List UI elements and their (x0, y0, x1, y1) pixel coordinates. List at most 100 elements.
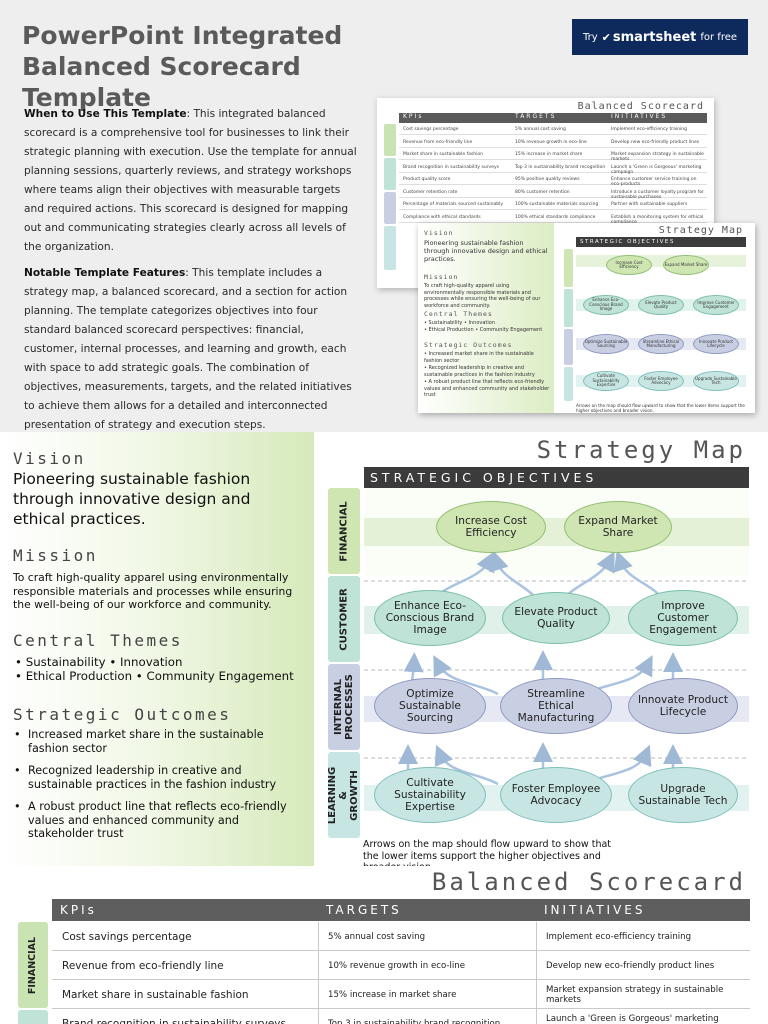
outcome-item: Recognized leadership in creative and su… (13, 764, 303, 791)
outcomes-heading: Strategic Outcomes (13, 705, 232, 724)
thumb-scorecard-row: Percentage of materials sourced sustaina… (399, 199, 707, 210)
thumb-outcome: • Recognized leadership in creative and … (424, 365, 535, 378)
perspective-learning: LEARNING & GROWTH (328, 752, 361, 838)
objective-sustainability-expertise: Cultivate Sustainability Expertise (374, 767, 486, 823)
thumb-scorecard-cell: Implement eco-efficiency training (611, 127, 687, 132)
thumb-scorecard-cell: Customer retention rate (403, 189, 458, 195)
thumb-node: Optimize Sustainable Sourcing (583, 334, 629, 354)
thumb-persp-financial (564, 249, 573, 287)
thumb-node: Foster Employee Advocacy (638, 371, 684, 391)
perspective-customer: CUSTOMER (328, 576, 360, 662)
thumb-scorecard-cell: Market share in sustainable fashion (403, 152, 483, 157)
thumb-node: Enhance Eco-Conscious Brand Image (583, 295, 629, 315)
thumb-mission-head: Mission (424, 273, 459, 281)
thumb-map-note: Arrows on the map should flow upward to … (576, 403, 745, 413)
scorecard-row: Cost savings percentage 5% annual cost sa… (52, 922, 750, 951)
thumb-scorecard-cell: Revenue from eco-friendly line (403, 139, 473, 145)
initiative-cell: Launch a 'Green is Gorgeous' marketing c… (546, 1013, 719, 1024)
objective-product-lifecycle: Innovate Product Lifecycle (628, 678, 738, 734)
objective-sustainable-sourcing: Optimize Sustainable Sourcing (374, 678, 486, 734)
thumb-scorecard-title: Balanced Scorecard (577, 101, 704, 112)
central-themes: • Sustainability • Innovation • Ethical … (15, 655, 307, 683)
target-cell: Top 3 in sustainability brand recognitio… (328, 1018, 501, 1024)
thumb-scorecard-cell: 100% sustainable materials sourcing (515, 202, 599, 207)
vision-text: Pioneering sustainable fashion through i… (13, 470, 251, 528)
thumb-themes-head: Central Themes (424, 310, 493, 318)
perspective-financial: FINANCIAL (328, 488, 360, 574)
when-to-use-text: : This integrated balanced scorecard is … (24, 108, 357, 253)
kpi-cell: Revenue from eco-friendly line (62, 959, 224, 972)
scorecard-perspective-financial: FINANCIAL (18, 922, 48, 1008)
thumb-scorecard-cell: Introduce a customer loyalty program for… (611, 189, 704, 200)
thumb-scorecard-cell: Partner with sustainable suppliers (611, 202, 688, 207)
thumb-mission-text: To craft high-quality apparel using envi… (424, 283, 541, 309)
perspective-internal: INTERNAL PROCESSES (328, 664, 360, 750)
scorecard-row: Brand recognition in sustainability surv… (52, 1009, 750, 1024)
target-cell: 15% increase in market share (328, 989, 457, 1000)
objective-product-quality: Elevate Product Quality (502, 592, 610, 644)
thumb-node: Improve Customer Engagement (693, 295, 739, 315)
strategy-map-section: Vision Pioneering sustainable fashion th… (0, 432, 768, 866)
thumb-node: Innovate Product Lifecycle (693, 334, 739, 354)
thumb-scorecard-cell: Cost savings percentage (403, 127, 459, 132)
balanced-scorecard-section: Balanced Scorecard KPIs TARGETS INITIATI… (0, 866, 768, 1024)
thumb-node: Cultivate Sustainability Expertise (583, 371, 629, 391)
objective-eco-brand-image: Enhance Eco-Conscious Brand Image (374, 590, 486, 646)
cta-try-label: Try (582, 31, 598, 43)
thumb-side-financial (384, 124, 396, 156)
themes-line-2: • Ethical Production • Community Engagem… (15, 669, 294, 683)
features-paragraph: Notable Template Features: This template… (24, 264, 360, 435)
mission-text: To craft high-quality apparel using envi… (13, 571, 293, 611)
thumb-node: Upgrade Sustainable Tech (693, 371, 739, 391)
thumb-scorecard-cell: 10% revenue growth in eco-line (515, 139, 587, 145)
cta-brand-label: smartsheet (612, 29, 697, 45)
thumb-scorecard-cell: Market expansion strategy in sustainable… (611, 152, 704, 162)
thumb-scorecard-cell: Top 3 in sustainability brand recognitio… (515, 164, 606, 170)
outcome-item: A robust product line that reflects eco-… (13, 800, 303, 841)
thumb-node: Streamline Ethical Manufacturing (638, 334, 684, 354)
initiative-cell: Market expansion strategy in sustainable… (546, 984, 724, 1005)
arrow (434, 744, 499, 786)
thumb-scorecard-cell: Enhance customer service training on eco… (611, 177, 697, 187)
thumb-scorecard-cell: Launch a 'Green is Gorgeous' marketing c… (611, 164, 702, 175)
kpi-cell: Cost savings percentage (62, 930, 192, 943)
header-initiatives: INITIATIVES (544, 903, 646, 917)
mission-heading: Mission (13, 546, 98, 565)
features-label: Notable Template Features (24, 267, 186, 279)
objective-expand-market-share: Expand Market Share (564, 501, 672, 553)
thumb-map-left-panel (418, 223, 554, 413)
thumb-side-customer (384, 158, 396, 190)
thumb-scorecard-row: Brand recognition in sustainability surv… (399, 162, 707, 175)
objective-sustainable-tech: Upgrade Sustainable Tech (628, 767, 738, 823)
target-cell: 5% annual cost saving (328, 931, 426, 942)
thumb-band-financial (576, 255, 746, 267)
perspective-label: FINANCIAL (338, 500, 350, 562)
map-note: Arrows on the map should flow upward to … (363, 839, 612, 866)
when-to-use-label: When to Use This Template (24, 108, 187, 120)
thumb-side-learning (384, 226, 396, 270)
try-smartsheet-button[interactable]: Try ✔ smartsheet for free (572, 19, 748, 55)
objective-increase-cost-efficiency: Increase Cost Efficiency (436, 501, 546, 553)
thumb-header-initiatives: INITIATIVES (611, 113, 668, 120)
scorecard-title: Balanced Scorecard (431, 868, 746, 896)
header-kpis: KPIs (60, 903, 97, 917)
thumb-scorecard-cell: Compliance with ethical standards (403, 214, 481, 220)
thumb-side-internal (384, 192, 396, 224)
vision-panel: Vision Pioneering sustainable fashion th… (0, 432, 314, 866)
perspective-label: CUSTOMER (338, 587, 350, 651)
thumb-outcome: • A robust product line that reflects ec… (424, 379, 550, 398)
thumb-scorecard-cell: Brand recognition in sustainability surv… (403, 164, 499, 170)
thumb-scorecard-row: Revenue from eco-friendly line 10% revenu… (399, 137, 707, 148)
cta-suffix-label: for free (700, 31, 738, 43)
strategy-map-thumbnail[interactable]: Vision Pioneering sustainable fashion th… (418, 223, 755, 413)
thumb-scorecard-cell: Percentage of materials sourced sustaina… (403, 202, 503, 207)
thumb-outcomes-head: Strategic Outcomes (424, 341, 513, 349)
thumb-map-title: Strategy Map (658, 225, 743, 236)
thumb-header-kpis: KPIs (403, 113, 424, 120)
objective-employee-advocacy: Foster Employee Advocacy (500, 767, 612, 823)
thumb-objectives-bar: STRATEGIC OBJECTIVES (576, 237, 746, 247)
